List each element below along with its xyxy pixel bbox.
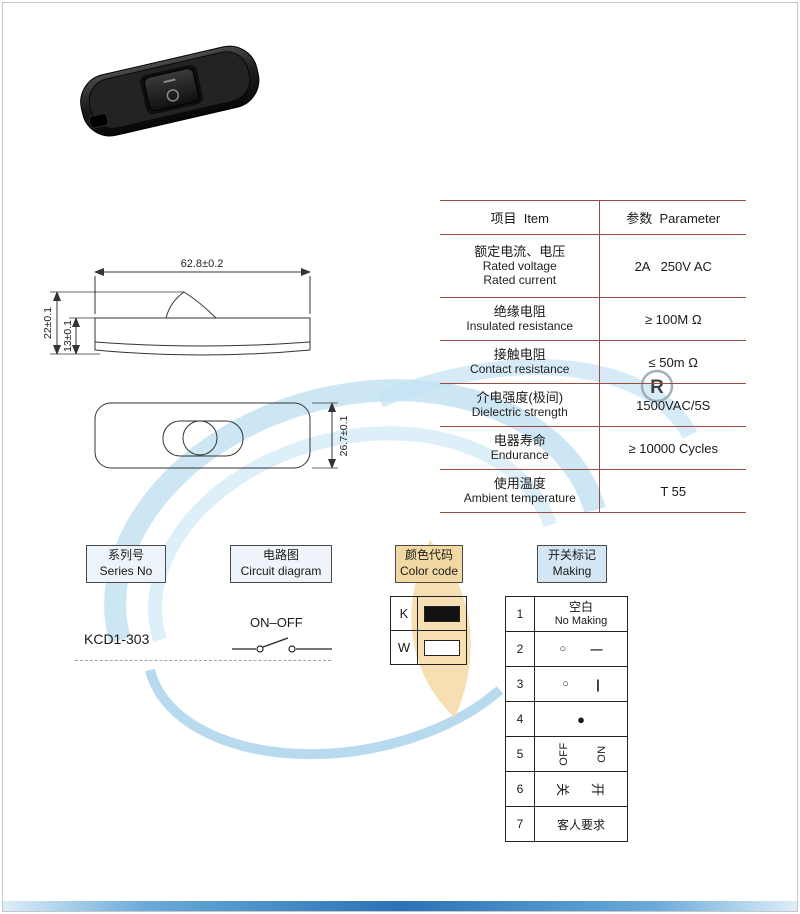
spec-value: 2A 250V AC — [599, 235, 746, 297]
watermark-orange-wing — [411, 540, 471, 718]
svg-text:R: R — [650, 377, 664, 398]
circuit-onoff-label: ON–OFF — [250, 615, 303, 630]
spec-row-dielectric: 介电强度(极间) Dielectric strength 1500VAC/5S — [440, 384, 746, 427]
making-row-number: 7 — [506, 807, 535, 841]
color-code-table: K W — [390, 596, 467, 665]
spec-row-endurance: 电器寿命 Endurance ≥ 10000 Cycles — [440, 427, 746, 470]
circuit-symbol — [232, 637, 332, 653]
making-row-4: 4 ● — [506, 701, 627, 736]
dim-height-body-label: 13±0.1 — [62, 320, 74, 352]
spec-item-cn: 使用温度 — [493, 475, 546, 491]
on-label-rotated: ON — [595, 745, 608, 763]
spec-table: 项目 Item 参数 Parameter 额定电流、电压 Rated volta… — [440, 200, 746, 513]
spec-header-item: 项目 Item — [490, 211, 549, 226]
customer-request-label: 客人要求 — [556, 817, 605, 832]
bottom-accent-bar — [3, 901, 797, 911]
guan-label-rotated: 关 — [554, 782, 570, 796]
spec-item-cn: 介电强度(极间) — [476, 389, 564, 405]
kai-label-rotated: 开 — [589, 782, 605, 796]
circle-symbol: ○ — [562, 678, 569, 690]
centerline-dashed — [75, 660, 331, 661]
dim-depth-label: 26.7±0.1 — [338, 415, 350, 456]
spec-item-en: Insulated resistance — [466, 319, 574, 334]
making-blank-cn: 空白 — [568, 600, 593, 615]
product-photo — [80, 45, 260, 137]
dim-width-label: 62.8±0.2 — [181, 258, 224, 270]
registered-trademark-icon: R — [640, 369, 674, 403]
watermark-arc-bottom — [145, 668, 504, 760]
making-row-number: 4 — [506, 702, 535, 736]
color-code-header-box: 颜色代码 Color code — [395, 545, 463, 583]
drawing-side-view — [50, 268, 311, 356]
color-code-en: Color code — [399, 564, 459, 578]
color-code-letter: K — [391, 597, 418, 630]
spec-value: T 55 — [599, 470, 746, 512]
making-blank-en: No Making — [554, 614, 608, 627]
making-table: 1 空白 No Making 2 ○ — 3 ○ | 4 ● 5 OFF ON — [505, 596, 628, 842]
dot-symbol: ● — [577, 711, 585, 727]
spec-item-en: Ambient temperature — [463, 491, 576, 506]
spec-row-contact: 接触电阻 Contact resistance ≤ 50m Ω — [440, 341, 746, 384]
color-code-letter: W — [391, 631, 418, 664]
series-number-value: KCD1-303 — [84, 631, 150, 647]
dash-symbol: — — [590, 642, 603, 656]
making-en: Making — [552, 564, 592, 578]
spec-value: ≤ 50m Ω — [599, 341, 746, 383]
spec-value: ≥ 100M Ω — [599, 298, 746, 340]
making-row-1: 1 空白 No Making — [506, 597, 627, 631]
spec-item-cn: 电器寿命 — [493, 432, 546, 448]
color-swatch-k — [424, 605, 460, 622]
drawing-top-view — [94, 402, 338, 469]
bar-symbol: | — [596, 676, 600, 692]
color-code-row: W — [391, 630, 466, 664]
circuit-diagram-en: Circuit diagram — [240, 564, 322, 578]
spec-item-en: Contact resistance — [470, 362, 570, 377]
color-code-cn: 颜色代码 — [404, 548, 453, 563]
spec-row-rated: 额定电流、电压 Rated voltage Rated current 2A 2… — [440, 235, 746, 298]
cable-hole — [88, 113, 109, 129]
spec-header-parameter: 参数 Parameter — [599, 201, 746, 234]
circuit-diagram-cn: 电路图 — [262, 548, 299, 563]
making-row-3: 3 ○ | — [506, 666, 627, 701]
making-row-number: 1 — [506, 597, 535, 631]
spec-value: 1500VAC/5S — [599, 384, 746, 426]
spec-item-en: Rated current — [483, 273, 557, 288]
making-row-number: 5 — [506, 737, 535, 771]
making-row-2: 2 ○ — — [506, 631, 627, 666]
spec-item-cn: 接触电阻 — [493, 346, 546, 362]
series-no-en: Series No — [99, 564, 153, 578]
series-no-cn: 系列号 — [107, 548, 144, 563]
dim-height-total-label: 22±0.1 — [42, 307, 54, 339]
making-row-7: 7 客人要求 — [506, 806, 627, 841]
spec-item-cn: 额定电流、电压 — [474, 244, 566, 260]
spec-header-row: 项目 Item 参数 Parameter — [440, 201, 746, 235]
series-no-header-box: 系列号 Series No — [86, 545, 166, 583]
spec-row-insulated: 绝缘电阻 Insulated resistance ≥ 100M Ω — [440, 298, 746, 341]
dimension-drawings: 62.8±0.2 22±0.1 13±0.1 26.7±0.1 — [42, 258, 350, 469]
making-row-number: 6 — [506, 772, 535, 806]
spec-item-en: Dielectric strength — [471, 405, 568, 420]
making-cn: 开关标记 — [547, 548, 596, 563]
circuit-diagram-header-box: 电路图 Circuit diagram — [230, 545, 332, 583]
making-row-number: 2 — [506, 632, 535, 666]
rocker-dash-mark — [163, 78, 176, 84]
color-code-row: K — [391, 597, 466, 630]
watermark-tail — [376, 359, 698, 439]
making-row-6: 6 关 开 — [506, 771, 627, 806]
circle-symbol: ○ — [559, 643, 567, 655]
spec-row-temperature: 使用温度 Ambient temperature T 55 — [440, 470, 746, 513]
spec-item-en: Rated voltage — [482, 259, 557, 274]
spec-item-cn: 绝缘电阻 — [493, 303, 546, 319]
color-swatch-w — [424, 639, 460, 656]
making-row-5: 5 OFF ON — [506, 736, 627, 771]
spec-value: ≥ 10000 Cycles — [599, 427, 746, 469]
making-header-box: 开关标记 Making — [537, 545, 607, 583]
off-label-rotated: OFF — [557, 742, 570, 766]
rocker-circle-mark — [166, 89, 180, 102]
spec-item-en: Endurance — [490, 448, 549, 463]
making-row-number: 3 — [506, 667, 535, 701]
